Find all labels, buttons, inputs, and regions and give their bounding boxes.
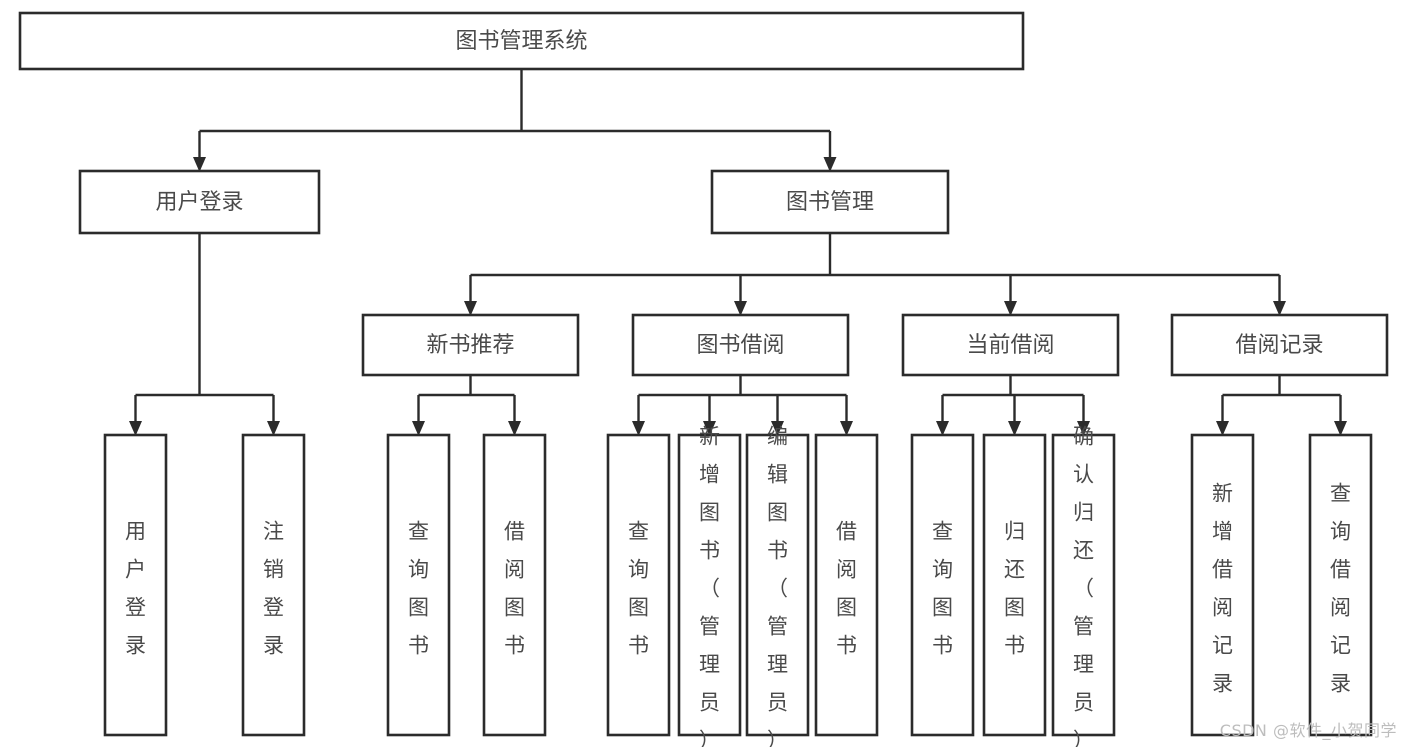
connector-group-borrow-record xyxy=(1216,375,1347,436)
node-leaf-confirm-return[interactable]: 确认归还（管理员） xyxy=(1051,425,1116,747)
arrow-head-borrow-record xyxy=(1273,301,1286,316)
arrow-head-leaf-query-book-1 xyxy=(412,421,425,436)
node-book-manage[interactable]: 图书管理 xyxy=(710,169,950,235)
node-box-leaf-confirm-return xyxy=(1051,433,1116,737)
node-box-leaf-return-book xyxy=(982,433,1047,737)
node-label-leaf-query-book-3: 查询图书 xyxy=(932,520,953,658)
node-leaf-query-book-2[interactable]: 查询图书 xyxy=(606,433,671,737)
node-leaf-query-book-3[interactable]: 查询图书 xyxy=(910,433,975,737)
node-leaf-logout[interactable]: 注销登录 xyxy=(241,433,306,737)
arrow-head-leaf-logout xyxy=(267,421,280,436)
node-label-leaf-borrow-book-1: 借阅图书 xyxy=(504,520,525,658)
node-label-leaf-query-record: 查询借阅记录 xyxy=(1330,482,1351,696)
arrow-head-leaf-confirm-return xyxy=(1077,421,1090,436)
node-box-new-book-recommend xyxy=(361,313,580,377)
node-box-leaf-add-record xyxy=(1190,433,1255,737)
connector-group-current-borrow xyxy=(936,375,1090,436)
node-leaf-return-book[interactable]: 归还图书 xyxy=(982,433,1047,737)
node-label-leaf-query-book-2: 查询图书 xyxy=(628,520,649,658)
node-box-leaf-query-book-2 xyxy=(606,433,671,737)
node-box-leaf-query-record xyxy=(1308,433,1373,737)
connector-layer xyxy=(129,69,1347,436)
node-box-leaf-query-book-3 xyxy=(910,433,975,737)
arrow-head-leaf-edit-book xyxy=(771,421,784,436)
node-label-book-borrow: 图书借阅 xyxy=(696,333,784,358)
node-label-leaf-query-book-1: 查询图书 xyxy=(408,520,429,658)
node-label-leaf-borrow-book-2: 借阅图书 xyxy=(836,520,857,658)
arrow-head-current-borrow xyxy=(1004,301,1017,316)
connector-group-root xyxy=(193,69,837,172)
node-label-leaf-logout: 注销登录 xyxy=(263,520,284,658)
node-box-borrow-record xyxy=(1170,313,1389,377)
arrow-head-leaf-query-book-2 xyxy=(632,421,645,436)
node-root[interactable]: 图书管理系统 xyxy=(18,11,1025,71)
node-box-leaf-query-book-1 xyxy=(386,433,451,737)
node-user-login[interactable]: 用户登录 xyxy=(78,169,321,235)
arrow-head-leaf-query-book-3 xyxy=(936,421,949,436)
arrow-head-book-manage xyxy=(823,157,837,172)
node-box-leaf-edit-book xyxy=(745,433,810,737)
node-label-book-manage: 图书管理 xyxy=(786,190,874,215)
arrow-head-leaf-add-record xyxy=(1216,421,1229,436)
arrow-head-leaf-return-book xyxy=(1008,421,1021,436)
arrow-head-leaf-user-login xyxy=(129,421,142,436)
node-leaf-borrow-book-1[interactable]: 借阅图书 xyxy=(482,433,547,737)
node-leaf-edit-book[interactable]: 编辑图书（管理员） xyxy=(745,425,810,747)
node-box-leaf-borrow-book-2 xyxy=(814,433,879,737)
connector-group-book-manage xyxy=(464,233,1286,316)
node-label-current-borrow: 当前借阅 xyxy=(966,333,1054,358)
node-new-book-recommend[interactable]: 新书推荐 xyxy=(361,313,580,377)
node-box-book-borrow xyxy=(631,313,850,377)
node-label-leaf-user-login: 用户登录 xyxy=(125,520,146,658)
node-label-leaf-return-book: 归还图书 xyxy=(1004,520,1025,658)
arrow-head-book-borrow xyxy=(734,301,747,316)
connector-group-book-borrow xyxy=(632,375,853,436)
node-label-leaf-add-record: 新增借阅记录 xyxy=(1212,482,1233,696)
arrow-head-leaf-borrow-book-2 xyxy=(840,421,853,436)
node-box-current-borrow xyxy=(901,313,1120,377)
connector-group-user-login xyxy=(129,233,280,436)
node-box-user-login xyxy=(78,169,321,235)
arrow-head-new-book-recommend xyxy=(464,301,477,316)
node-label-leaf-add-book: 新增图书（管理员） xyxy=(699,425,720,747)
node-leaf-query-record[interactable]: 查询借阅记录 xyxy=(1308,433,1373,737)
node-current-borrow[interactable]: 当前借阅 xyxy=(901,313,1120,377)
node-label-borrow-record: 借阅记录 xyxy=(1235,333,1323,358)
node-leaf-add-book[interactable]: 新增图书（管理员） xyxy=(677,425,742,747)
node-label-leaf-confirm-return: 确认归还（管理员） xyxy=(1073,425,1094,747)
node-leaf-user-login[interactable]: 用户登录 xyxy=(103,433,168,737)
node-box-leaf-add-book xyxy=(677,433,742,737)
node-leaf-query-book-1[interactable]: 查询图书 xyxy=(386,433,451,737)
node-leaf-add-record[interactable]: 新增借阅记录 xyxy=(1190,433,1255,737)
arrow-head-user-login xyxy=(193,157,206,172)
node-box-leaf-logout xyxy=(241,433,306,737)
arrow-head-leaf-add-book xyxy=(703,421,716,436)
node-label-new-book-recommend: 新书推荐 xyxy=(426,333,514,358)
arrow-head-leaf-query-record xyxy=(1334,421,1347,436)
node-box-leaf-user-login xyxy=(103,433,168,737)
node-book-borrow[interactable]: 图书借阅 xyxy=(631,313,850,377)
node-box-book-manage xyxy=(710,169,950,235)
node-label-user-login: 用户登录 xyxy=(155,190,243,215)
arrow-head-leaf-borrow-book-1 xyxy=(508,421,521,436)
node-box-root xyxy=(18,11,1025,71)
node-layer: 图书管理系统用户登录图书管理新书推荐图书借阅当前借阅借阅记录用户登录注销登录查询… xyxy=(18,11,1389,747)
connector-group-new-book-recommend xyxy=(412,375,521,436)
node-label-root: 图书管理系统 xyxy=(455,29,587,54)
node-label-leaf-edit-book: 编辑图书（管理员） xyxy=(767,425,788,747)
node-box-leaf-borrow-book-1 xyxy=(482,433,547,737)
node-borrow-record[interactable]: 借阅记录 xyxy=(1170,313,1389,377)
node-leaf-borrow-book-2[interactable]: 借阅图书 xyxy=(814,433,879,737)
